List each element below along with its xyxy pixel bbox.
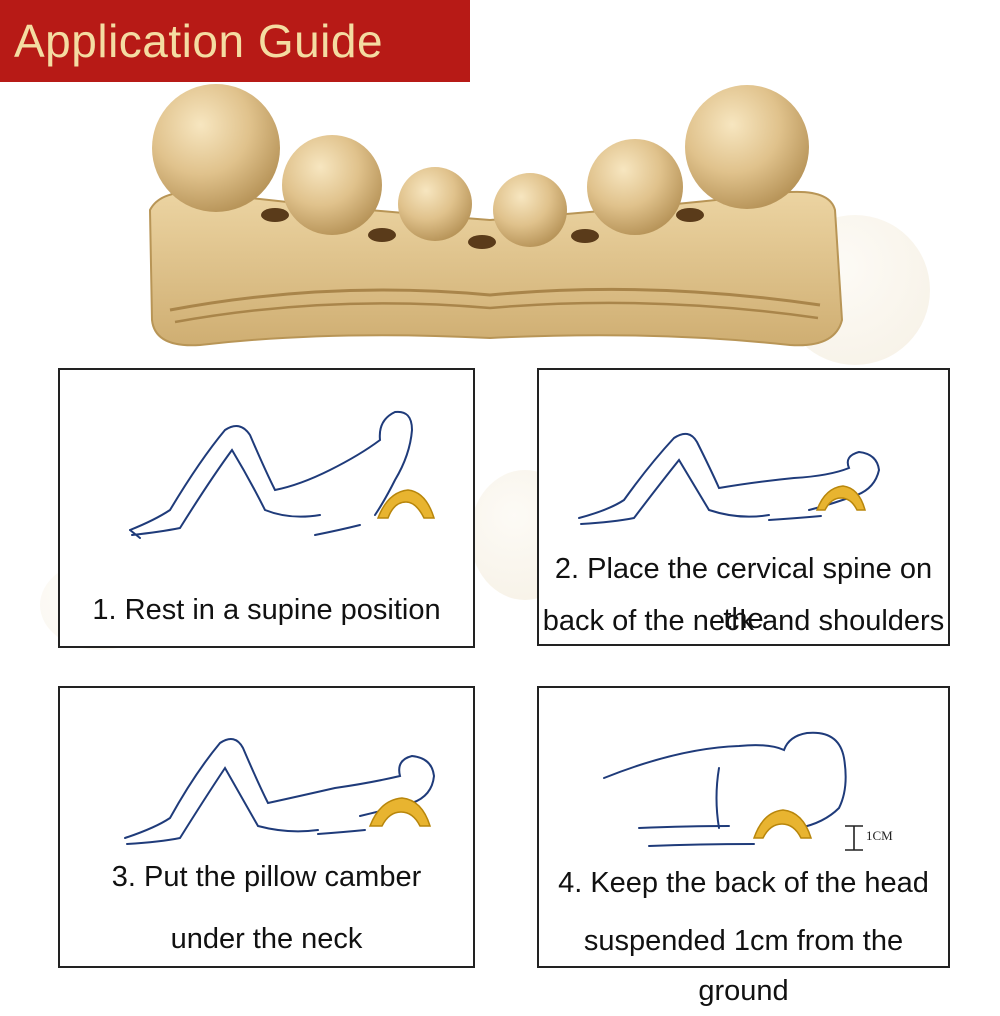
step-1-panel: 1. Rest in a supine position: [58, 368, 475, 648]
page-title: Application Guide: [0, 0, 470, 82]
pillow-camber-illustration: [124, 738, 436, 845]
step-2-panel: 2. Place the cervical spine on the back …: [537, 368, 950, 646]
step-2-caption-line-1: 2. Place the cervical spine on the: [554, 553, 933, 635]
step-2-caption-line-2: back of the neck and shoulders: [542, 605, 945, 637]
step-4-caption-line-1: 4. Keep the back of the head: [558, 867, 929, 899]
step-4-panel: 1CM 4. Keep the back of the head suspend…: [537, 686, 950, 1007]
step-4-caption-line-2: suspended 1cm from the ground: [583, 925, 904, 1007]
head-suspended-illustration: [603, 731, 863, 851]
wooden-massager-image: [148, 84, 844, 347]
step-3-caption-line-1: 3. Put the pillow camber: [111, 861, 422, 893]
step-3-caption-line-2: under the neck: [170, 923, 363, 955]
cervical-spine-placement-illustration: [578, 432, 881, 525]
step-3-panel: 3. Put the pillow camber under the neck: [58, 686, 475, 968]
measure-label: 1CM: [866, 828, 893, 843]
step-1-caption: 1. Rest in a supine position: [92, 594, 441, 626]
supine-figure-illustration: [129, 410, 436, 539]
